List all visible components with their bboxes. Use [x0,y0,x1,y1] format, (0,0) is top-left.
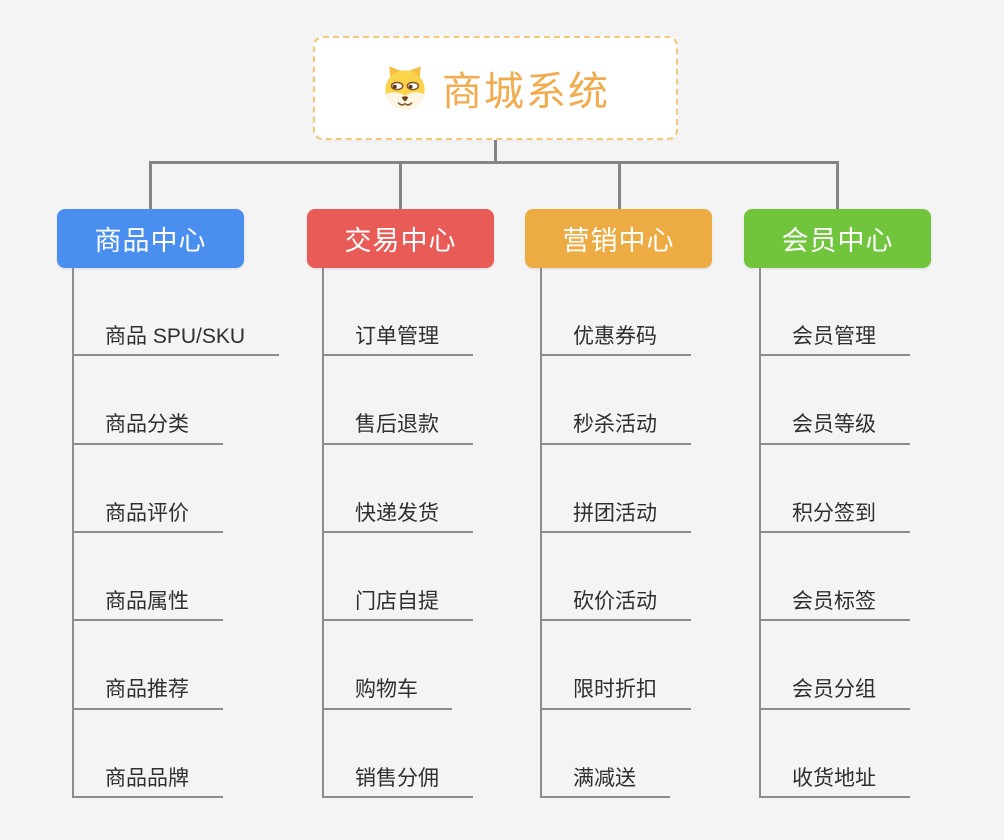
child-node-member-level[interactable]: 会员等级 [761,356,977,445]
branch-children-trade: 订单管理 售后退款 快递发货 门店自提 购物车 销售分佣 [322,268,540,798]
branch-children-product: 商品 SPU/SKU 商品分类 商品评价 商品属性 商品推荐 商品品牌 [72,268,290,798]
child-node-points-checkin[interactable]: 积分签到 [761,445,977,533]
child-label: 商品属性 [74,589,223,622]
child-label: 积分签到 [761,501,910,533]
branches-horizontal-connector [149,161,839,164]
branch-children-marketing: 优惠券码 秒杀活动 拼团活动 砍价活动 限时折扣 满减送 [540,268,758,798]
child-node-product-recommend[interactable]: 商品推荐 [74,621,290,710]
child-node-aftersale-refund[interactable]: 售后退款 [324,356,540,445]
child-label: 商品分类 [74,412,223,445]
child-node-order-management[interactable]: 订单管理 [324,268,540,357]
child-node-store-pickup[interactable]: 门店自提 [324,533,540,622]
drop-connector-marketing [618,161,621,210]
drop-connector-member [836,161,839,210]
child-node-member-management[interactable]: 会员管理 [761,268,977,357]
branch-node-member-center[interactable]: 会员中心 [744,209,931,268]
child-label: 会员管理 [761,324,910,357]
child-label: 商品品牌 [74,766,223,798]
branch-label: 交易中心 [344,226,457,256]
child-node-product-spu-sku[interactable]: 商品 SPU/SKU [74,268,290,357]
child-label: 秒杀活动 [542,412,691,445]
child-label: 优惠券码 [542,324,691,357]
child-label: 拼团活动 [542,501,691,533]
child-node-limited-time-discount[interactable]: 限时折扣 [542,621,758,710]
branch-node-trade-center[interactable]: 交易中心 [307,209,494,268]
child-node-product-category[interactable]: 商品分类 [74,356,290,445]
child-node-sales-commission[interactable]: 销售分佣 [324,710,540,798]
root-node[interactable]: 商城系统 [313,36,678,140]
child-label: 收货地址 [761,766,910,798]
child-label: 商品推荐 [74,677,223,710]
child-node-product-attribute[interactable]: 商品属性 [74,533,290,622]
branch-label: 商品中心 [94,226,207,256]
root-stem-connector [494,140,497,163]
child-node-flash-sale[interactable]: 秒杀活动 [542,356,758,445]
dog-face-icon [385,66,425,110]
child-label: 会员等级 [761,412,910,445]
child-label: 商品 SPU/SKU [74,324,280,357]
child-node-member-tag[interactable]: 会员标签 [761,533,977,622]
drop-connector-product [149,161,152,210]
branch-node-product-center[interactable]: 商品中心 [57,209,244,268]
child-label: 购物车 [324,677,452,710]
child-node-product-brand[interactable]: 商品品牌 [74,710,290,798]
child-label: 满减送 [542,766,670,798]
child-label: 售后退款 [324,412,473,445]
branch-children-member: 会员管理 会员等级 积分签到 会员标签 会员分组 收货地址 [759,268,977,798]
child-label: 商品评价 [74,501,223,533]
child-node-full-reduction[interactable]: 满减送 [542,710,758,798]
child-node-express-delivery[interactable]: 快递发货 [324,445,540,533]
child-label: 限时折扣 [542,677,691,710]
child-label: 订单管理 [324,324,473,357]
child-label: 会员标签 [761,589,910,622]
branch-label: 会员中心 [781,226,894,256]
root-title: 商城系统 [442,70,610,114]
child-node-product-review[interactable]: 商品评价 [74,445,290,533]
child-label: 门店自提 [324,589,473,622]
child-label: 销售分佣 [324,766,473,798]
child-node-shopping-cart[interactable]: 购物车 [324,621,540,710]
branch-node-marketing-center[interactable]: 营销中心 [525,209,712,268]
child-node-coupon-code[interactable]: 优惠券码 [542,268,758,357]
child-label: 会员分组 [761,677,910,710]
child-node-member-group[interactable]: 会员分组 [761,621,977,710]
child-label: 快递发货 [324,501,473,533]
child-node-group-buy[interactable]: 拼团活动 [542,445,758,533]
child-node-shipping-address[interactable]: 收货地址 [761,710,977,798]
drop-connector-trade [399,161,402,210]
branch-label: 营销中心 [562,226,675,256]
child-label: 砍价活动 [542,589,691,622]
child-node-bargain-activity[interactable]: 砍价活动 [542,533,758,622]
